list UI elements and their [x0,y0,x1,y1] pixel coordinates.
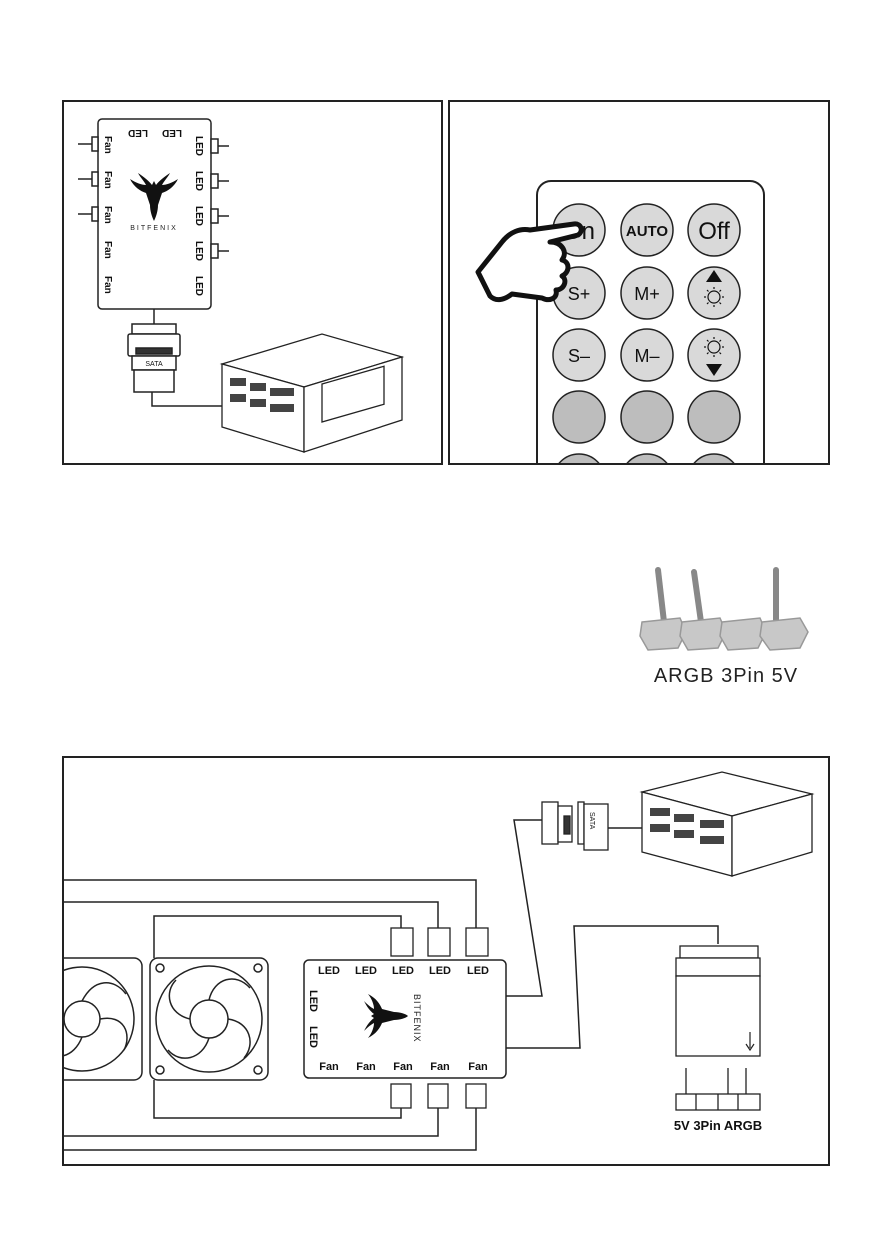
hub-brand-text: BITFENIX [412,994,422,1043]
sata-label: SATA [588,812,595,830]
svg-text:M+: M+ [634,284,660,304]
argb-pins-diagram [636,560,816,660]
hub-fan-label: Fan [102,241,113,259]
remote-auto-button[interactable]: AUTO [621,204,673,256]
remote-color-button[interactable] [553,391,605,443]
hub-fan-label: Fan [393,1061,413,1073]
hub-fan-label: Fan [430,1061,450,1073]
svg-text:Off: Off [698,218,730,245]
hub-left-connectors [78,137,98,221]
hub-led-connectors [391,928,488,956]
remote-speed-down-button[interactable]: S– [553,329,605,381]
hub-led-label: LED [193,136,204,156]
svg-text:AUTO: AUTO [626,223,669,240]
psu-unit [222,334,402,452]
hub-fan-label: Fan [319,1061,339,1073]
hub-fan-label: Fan [356,1061,376,1073]
hub-top-led-label: LED [162,127,182,138]
hub-led-label: LED [193,171,204,191]
sata-connector [542,802,608,850]
hub-led-label: LED [318,965,340,977]
hub-led-label: LED [355,965,377,977]
svg-text:S+: S+ [568,284,591,304]
argb-caption: 5V 3Pin ARGB [674,1118,762,1133]
hub-fan-label: Fan [468,1061,488,1073]
hub-led-label: LED [193,241,204,261]
hub-fan-label: Fan [102,136,113,154]
remote-color-button[interactable] [621,391,673,443]
hub-led-label: LED [392,965,414,977]
remote-panel: On AUTO Off S+ M+ [448,100,830,465]
remote-diagram: On AUTO Off S+ M+ [450,102,828,463]
wiring-panel: LED LED LED LED LED Fan Fan Fan Fan Fan … [62,756,830,1166]
hub-side-led-label: LED [307,1026,319,1048]
svg-text:M–: M– [634,346,659,366]
fan-left-partial [64,958,142,1080]
remote-brightness-up-button[interactable] [688,267,740,319]
sata-connector [128,324,180,392]
sata-label: SATA [145,361,163,368]
hub-led-label: LED [193,206,204,226]
hub-fan-label: Fan [102,276,113,294]
hub-psu-diagram: Fan Fan Fan Fan Fan LED LED LED LED LED … [64,102,441,463]
argb-3pin-header [676,1068,760,1110]
svg-text:S–: S– [568,346,590,366]
hub-fan-label: Fan [102,206,113,224]
hub-side-led-label: LED [307,990,319,1012]
argb-caption: ARGB 3Pin 5V [636,665,816,688]
hub-fan-connectors [391,1084,486,1108]
hub-fan-label: Fan [102,171,113,189]
argb-connector-figure: ARGB 3Pin 5V [636,560,816,688]
argb-device [676,946,760,1056]
hub-psu-panel: Fan Fan Fan Fan Fan LED LED LED LED LED … [62,100,443,465]
fan-right [150,958,268,1080]
hub-led-label: LED [467,965,489,977]
hub-led-label: LED [193,276,204,296]
hub-led-label: LED [429,965,451,977]
wiring-diagram: LED LED LED LED LED Fan Fan Fan Fan Fan … [64,758,828,1164]
remote-mode-down-button[interactable]: M– [621,329,673,381]
hub-right-connectors [211,139,229,258]
remote-off-button[interactable]: Off [688,204,740,256]
hub-brand-text: BITFENIX [130,225,178,232]
remote-mode-up-button[interactable]: M+ [621,267,673,319]
hub-top-led-label: LED [128,127,148,138]
remote-color-button[interactable] [688,391,740,443]
remote-brightness-down-button[interactable] [688,329,740,381]
